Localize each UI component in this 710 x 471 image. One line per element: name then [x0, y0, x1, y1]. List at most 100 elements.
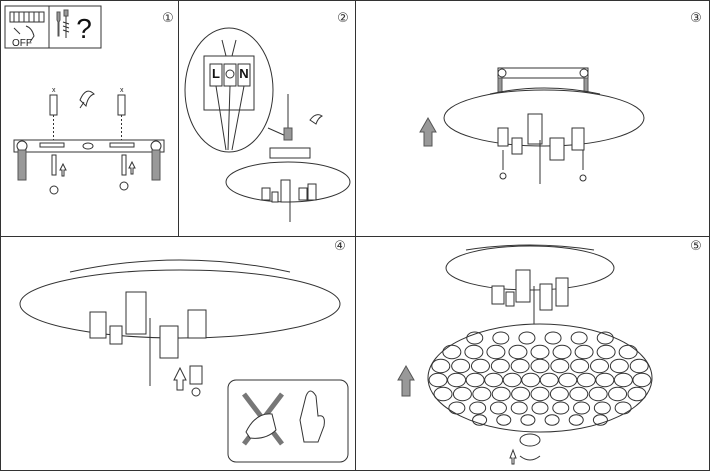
shade-ring [569, 386, 589, 402]
shade-ring [510, 401, 528, 415]
gloves-warning-box [227, 379, 349, 463]
shade-ring [466, 331, 484, 345]
shade-ring [472, 414, 488, 426]
question-mark: ? [76, 13, 92, 44]
shade-ring [613, 372, 633, 388]
shade-ring [502, 372, 522, 388]
shade-ring [530, 386, 550, 402]
wall-plugs: x x [49, 87, 126, 140]
shade-ring [490, 358, 510, 374]
step-number-5: ⑤ [690, 239, 702, 254]
ceiling-canopy-4 [19, 259, 341, 339]
shade-ring [539, 372, 559, 388]
power-off-icon: OFF [4, 5, 50, 49]
shade-ring [549, 386, 569, 402]
shade-ring [531, 401, 549, 415]
shade-ring [442, 344, 462, 360]
shade-ring [576, 372, 596, 388]
shade-rings [428, 331, 652, 426]
lamp-holders-4 [89, 291, 207, 386]
tools-question-icon: ? [48, 5, 102, 49]
shade-ring [614, 401, 632, 415]
shade-ring [491, 386, 511, 402]
shade-ring [558, 372, 578, 388]
shade-ring [618, 344, 638, 360]
shade-ring [573, 401, 591, 415]
terminal-n-label: N [239, 66, 248, 81]
shade-ring [574, 344, 594, 360]
shade-ring [448, 401, 466, 415]
shade-ring [451, 358, 471, 374]
shade-ring [496, 414, 512, 426]
shade-ring [570, 331, 588, 345]
shade-ring [632, 372, 652, 388]
ceiling-canopy-5 [445, 244, 615, 291]
step-number-2: ② [337, 11, 349, 26]
shade-ring [590, 358, 610, 374]
shade-ring [508, 344, 528, 360]
shade-ring [552, 401, 570, 415]
shade-ring [469, 401, 487, 415]
shade-ring [472, 386, 492, 402]
panel-2: ② L N [184, 11, 351, 222]
shade-ring [510, 358, 530, 374]
shade-ring [588, 386, 608, 402]
shade-ring [452, 386, 472, 402]
lamp-holders-3 [497, 113, 587, 184]
step-number-3: ③ [690, 11, 702, 26]
mounting-plate-top [497, 67, 589, 93]
lamp-holders-5 [491, 269, 569, 326]
shade-ring [521, 372, 541, 388]
bulb-install [173, 365, 203, 397]
panel-1: ① OFF ? x [4, 5, 174, 195]
screws [49, 154, 136, 195]
shade-ring [518, 331, 536, 345]
shade-ring [550, 358, 570, 374]
terminal-l-label: L [212, 66, 220, 81]
up-arrow-icon [419, 116, 437, 147]
shade-ring [544, 414, 560, 426]
shade-ring [595, 372, 615, 388]
fixture-small [225, 94, 351, 222]
shade-ring [428, 372, 448, 388]
shade-ring [433, 386, 453, 402]
shade-ring [552, 344, 572, 360]
shade-ring [627, 386, 647, 402]
shade-ring [596, 344, 616, 360]
panel-3: ③ [419, 11, 702, 184]
shade-ring [592, 414, 608, 426]
shade-ring [465, 372, 485, 388]
mounting-bracket [13, 139, 165, 181]
shade-ring [484, 372, 504, 388]
panel-5: ⑤ [397, 239, 702, 465]
shade-ring [544, 331, 562, 345]
shade-ring [511, 386, 531, 402]
shade-ring [596, 331, 614, 345]
shade-ring [489, 401, 507, 415]
shade-ring [570, 358, 590, 374]
step-number-4: ④ [334, 239, 346, 254]
shade-ring [486, 344, 506, 360]
ceiling-canopy-3 [443, 87, 645, 147]
svg-text:x: x [52, 87, 56, 94]
shade-ring [568, 414, 584, 426]
shade-ring [520, 414, 536, 426]
shade-ring [609, 358, 629, 374]
shade-ring [431, 358, 451, 374]
shade-ring [492, 331, 510, 345]
shade-ring [608, 386, 628, 402]
decorative-shade [427, 323, 653, 433]
panel-4: ④ [19, 239, 349, 463]
svg-text:x: x [120, 87, 124, 94]
shade-ring [470, 358, 490, 374]
shade-ring [464, 344, 484, 360]
shade-ring [530, 358, 550, 374]
shade-ring [629, 358, 649, 374]
shade-ring [447, 372, 467, 388]
off-label: OFF [12, 38, 32, 49]
finial-cap [509, 433, 541, 465]
shade-ring [593, 401, 611, 415]
up-arrow-icon [397, 364, 415, 397]
